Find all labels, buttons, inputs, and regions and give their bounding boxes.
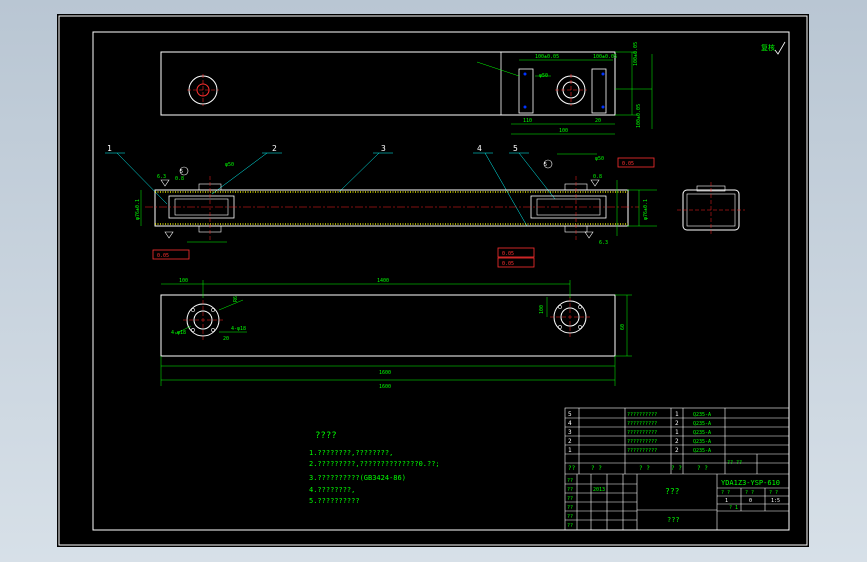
part-material-2: Q235-A [693,439,711,445]
sign-row-3: ?? [567,496,573,502]
header-col-5: ? ? [697,465,708,472]
part-name-4: ?????????? [627,421,657,427]
drawing-name: ??? [665,487,680,496]
dim-side-h-right: φ76±0.1 [643,199,649,220]
sign-row-1: ?? [567,478,573,484]
part-no-3: 3 [568,429,572,436]
notes-title: ???? [315,431,337,441]
dim-top-width-b: 100±0.05 [593,54,617,60]
part-no-1: 1 [568,447,572,454]
dim-top-h2: 100±0.05 [636,104,642,128]
sign-row-2: ?? [567,487,573,493]
leader-label-1: 1 [107,144,112,153]
scale-value-2: 0 [749,498,752,504]
title-block-grid [564,407,790,531]
scale-value-3: 1:5 [771,498,780,504]
sheet-info: ? 1 [729,505,738,511]
dim-hole-span: 1400 [377,278,389,284]
roughness-right: 6.3 [599,240,608,246]
dim-top-bottom-a: 110 [523,118,532,124]
dim-top-width-a: 100±0.05 [535,54,559,60]
header-col-4: ? ? [671,465,682,472]
dim-top-bore: φ50 [539,73,548,79]
part-no-5: 5 [568,411,572,418]
scale-label-2: ? ? [745,490,754,496]
dim-overall-length: 1600 [379,370,391,376]
dim-bottom-h: 60 [620,324,626,330]
part-material-3: Q235-A [693,430,711,436]
sign-date-1: 2013 [593,487,605,493]
sign-row-4: ?? [567,505,573,511]
tolerance-top-right: 0.05 [622,161,634,167]
roughness-left: 6.3 [157,174,166,180]
weld-symbol-left: 5 [180,169,183,175]
header-col-2: ? ? [591,465,602,472]
dim-bottom-r: R6 [233,296,239,302]
dim-top-bottom-b: 100 [559,128,568,134]
tolerance-left: 0.05 [157,253,169,259]
drawing-canvas: 复核 100±0.05 100±0.05 100±0.05 100±0.05 [57,14,809,547]
unit-name: ??? [667,516,680,524]
notes-item-4: 4.????????, [309,486,355,494]
leader-label-4: 4 [477,144,482,153]
tolerance-right-a: 0.05 [502,251,514,257]
dim-gap-left: 0.8 [175,176,184,182]
dim-right-height: 100 [539,305,545,314]
header-col-3: ? ? [639,465,650,472]
notes-item-5: 5.?????????? [309,497,360,505]
header-col-1: ?? [568,465,576,472]
dim-top-bottom-c: 20 [595,118,601,124]
sign-row-5: ?? [567,514,573,520]
part-qty-5: 1 [675,411,679,418]
part-no-2: 2 [568,438,572,445]
top-right-mark: 复核 [761,43,775,52]
part-name-3: ?????????? [627,430,657,436]
part-name-2: ?????????? [627,439,657,445]
dim-side-h-left: φ76±0.1 [135,199,141,220]
tolerance-right-b: 0.05 [502,261,514,267]
leader-label-2: 2 [272,144,277,153]
outer-frame [58,15,808,546]
inner-frame [92,31,790,531]
part-material-1: Q235-A [693,448,711,454]
sign-row-6: ?? [567,523,573,529]
cad-drawing: 复核 100±0.05 100±0.05 100±0.05 100±0.05 [58,15,808,546]
top-view [160,51,653,135]
notes-item-3: 3.??????????(GB3424-86) [309,474,406,482]
check-mark-icon [774,41,786,55]
scale-value-1: 1 [725,498,728,504]
dim-bottom-hole-right: 4-φ18 [231,326,246,332]
notes-item-2: 2.?????????,??????????????0.??; [309,460,440,468]
scale-label-1: ? ? [721,490,730,496]
bottom-view [160,280,632,386]
weld-symbol-right: 5 [544,162,547,168]
end-view [677,182,745,236]
part-qty-4: 2 [675,420,679,427]
part-qty-3: 1 [675,429,679,436]
dim-bottom-depth: 20 [223,336,229,342]
notes-item-1: 1.????????,????????, [309,449,393,457]
dim-gap-right: 0.8 [593,174,602,180]
part-name-1: ?????????? [627,448,657,454]
scale-label-3: ? ? [769,490,778,496]
leader-label-3: 3 [381,144,386,153]
leader-label-5: 5 [513,144,518,153]
header-col-6: ?? ?? [727,460,742,466]
drawing-number: YDA1Z3-YSP-610 [721,479,780,487]
dim-bore-left: φ50 [225,162,234,168]
part-no-4: 4 [568,420,572,427]
dim-bottom-total: 1600 [379,384,391,390]
front-view [140,153,657,268]
part-material-4: Q235-A [693,421,711,427]
part-material-5: Q235-A [693,412,711,418]
dim-left-offset: 100 [179,278,188,284]
part-qty-1: 2 [675,447,679,454]
dim-top-h1: 100±0.05 [633,42,639,66]
dim-bottom-hole-left: 4-φ18 [171,330,186,336]
dim-bore-right: φ50 [595,156,604,162]
part-qty-2: 2 [675,438,679,445]
part-name-5: ?????????? [627,412,657,418]
